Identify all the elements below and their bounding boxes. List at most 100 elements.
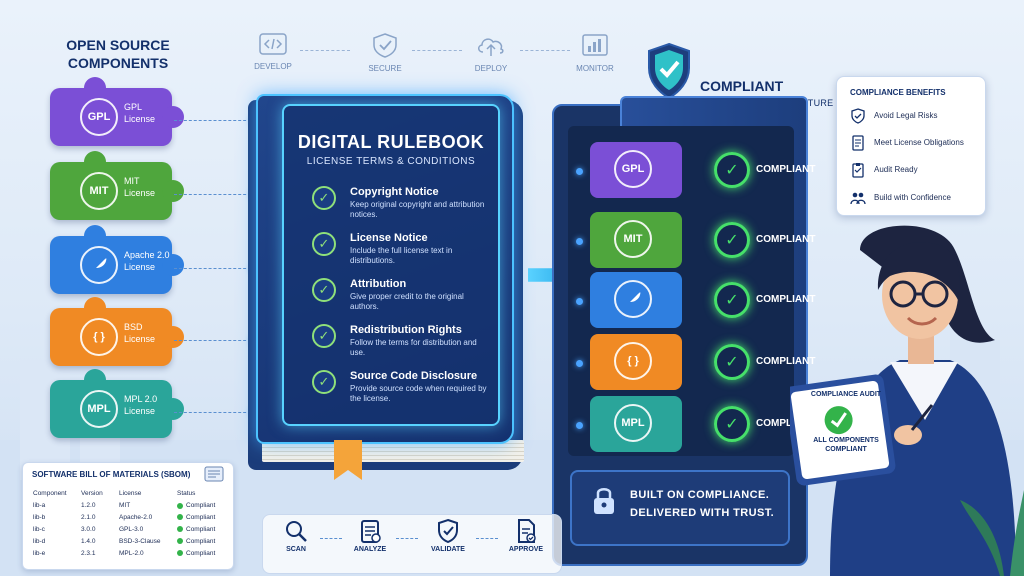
license-name: GPL xyxy=(124,102,143,112)
pipeline-label: MONITOR xyxy=(576,64,614,73)
cell-version: 2.1.0 xyxy=(81,514,96,522)
status-text: Compliant xyxy=(186,514,216,522)
check-icon: ✓ xyxy=(312,186,336,210)
puzzle-knob xyxy=(162,326,184,348)
benefit-label: Audit Ready xyxy=(874,165,918,175)
architecture-piece-1: GPL xyxy=(590,142,682,198)
cell-status: Compliant xyxy=(177,512,227,524)
workflow-label: APPROVE xyxy=(508,546,544,553)
architecture-piece-4: { } xyxy=(590,334,682,390)
license-badge-text: GPL xyxy=(621,163,645,175)
cell-version: 1.4.0 xyxy=(81,537,96,545)
benefit-item: Build with Confidence xyxy=(850,190,951,206)
check-icon: ✓ xyxy=(312,370,336,394)
license-badge: { } xyxy=(80,318,118,356)
compliant-status: COMPLIANT xyxy=(756,356,816,367)
audit-title: COMPLIANCE AUDIT xyxy=(810,391,882,398)
license-badge: MIT xyxy=(80,172,118,210)
license-badge-text: { } xyxy=(627,355,639,367)
pipeline-secure: SECURE xyxy=(350,32,420,73)
license-badge-text: MPL xyxy=(621,417,645,429)
benefit-label: Avoid Legal Risks xyxy=(874,111,938,121)
rule-title: Copyright Notice xyxy=(350,186,439,198)
shield-check-icon xyxy=(851,108,865,124)
check-circle-icon: ✓ xyxy=(714,344,750,380)
check-circle-icon: ✓ xyxy=(714,406,750,442)
audit-line: ALL COMPONENTS xyxy=(813,437,879,444)
rulebook-title: DIGITAL RULEBOOK xyxy=(297,132,485,152)
license-badge: MPL xyxy=(614,404,652,442)
license-name: MPL 2.0 xyxy=(124,394,158,404)
connector-dot xyxy=(576,298,583,305)
cell-component: lib-d xyxy=(33,537,46,545)
code-icon xyxy=(259,33,287,55)
architecture-piece-3 xyxy=(590,272,682,328)
status-text: Compliant xyxy=(186,549,216,557)
puzzle-knob xyxy=(84,369,106,391)
rule-description: Follow the terms for distribution and us… xyxy=(350,338,477,357)
architecture-piece-2: MIT xyxy=(590,212,682,268)
workflow-arrow xyxy=(476,538,498,539)
pipeline-arrow xyxy=(520,50,570,51)
workflow-label: VALIDATE xyxy=(431,546,465,553)
rule-title: Source Code Disclosure xyxy=(350,370,478,382)
table-row: lib-d 1.4.0 BSD-3-Clause Compliant xyxy=(33,535,227,547)
audit-line: COMPLIANT xyxy=(825,446,867,453)
cell-status: Compliant xyxy=(177,524,227,536)
compliant-status: COMPLIANT xyxy=(756,294,816,305)
connector-line xyxy=(174,412,256,413)
feather-icon xyxy=(626,292,641,306)
cell-license: MIT xyxy=(119,502,131,510)
cell-license: GPL-3.0 xyxy=(119,525,144,533)
shield-check-icon xyxy=(648,42,690,100)
connector-dot xyxy=(576,360,583,367)
rulebook-subtitle: LICENSE TERMS & CONDITIONS xyxy=(306,156,476,167)
license-badge xyxy=(80,246,118,284)
shield-check-icon xyxy=(438,518,458,544)
license-name: Apache 2.0 xyxy=(124,250,170,260)
cell-version: 1.2.0 xyxy=(81,502,96,510)
check-circle-icon xyxy=(177,502,183,509)
pipeline-develop: DEVELOP xyxy=(238,32,308,71)
open-source-title: OPEN SOURCE COMPONENTS xyxy=(66,37,170,71)
cell-status: Compliant xyxy=(177,547,227,559)
puzzle-knob xyxy=(162,180,184,202)
license-badge: { } xyxy=(614,342,652,380)
cell-license: BSD-3-Clause xyxy=(119,537,161,545)
rule-title: License Notice xyxy=(350,232,428,244)
puzzle-knob xyxy=(84,297,106,319)
cell-component: lib-a xyxy=(33,502,46,510)
puzzle-knob xyxy=(84,151,106,173)
check-icon: ✓ xyxy=(312,278,336,302)
cell-status: Compliant xyxy=(177,535,227,547)
puzzle-knob xyxy=(84,225,106,247)
license-badge-text: MPL xyxy=(87,403,111,415)
auditor-illustration xyxy=(790,225,1024,576)
document-icon xyxy=(852,135,864,151)
document-check-icon xyxy=(518,519,536,543)
table-header-row: Component Version License Status xyxy=(33,489,227,500)
connector-dot xyxy=(576,168,583,175)
workflow-step-scan: SCAN xyxy=(266,518,326,553)
license-sub: License xyxy=(124,188,156,198)
connector-line xyxy=(174,268,256,269)
sbom-card: Component Version License Status lib-a 1.… xyxy=(22,462,234,570)
connector-line xyxy=(174,340,256,341)
check-circle-icon: ✓ xyxy=(714,282,750,318)
cell-component: lib-e xyxy=(33,549,46,557)
benefit-item: Audit Ready xyxy=(850,162,918,178)
check-circle-icon xyxy=(177,549,183,556)
license-badge: MPL xyxy=(80,390,118,428)
footer-line: DELIVERED WITH TRUST. xyxy=(630,507,775,519)
connector-line xyxy=(174,194,256,195)
license-sub: License xyxy=(124,406,156,416)
license-badge: GPL xyxy=(80,98,118,136)
benefit-label: Build with Confidence xyxy=(874,193,951,203)
